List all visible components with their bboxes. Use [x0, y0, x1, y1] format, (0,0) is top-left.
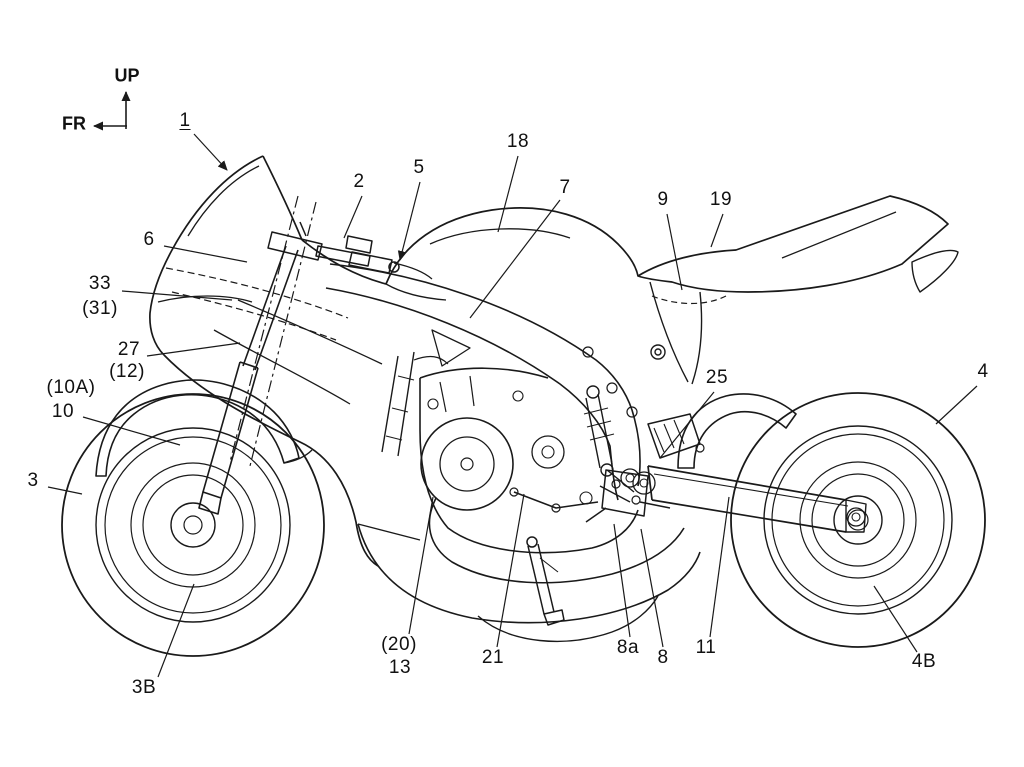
footpeg-brackets — [509, 469, 671, 523]
hanger-bracket — [647, 413, 705, 459]
leader-line-25 — [659, 391, 715, 459]
leader-line-9 — [666, 213, 683, 291]
leader-line-1 — [193, 133, 228, 171]
leader-line-10 — [82, 416, 181, 446]
leader-line-18 — [497, 155, 519, 233]
leader-line-3 — [47, 486, 83, 495]
seat-tail-cowl — [637, 195, 959, 293]
leader-line-21 — [496, 493, 525, 648]
kickstand — [526, 536, 565, 626]
leader-line-6 — [163, 245, 248, 263]
leader-lines-layer — [47, 133, 978, 678]
axis-label-up: UP — [114, 65, 140, 86]
leader-line-8 — [640, 528, 664, 648]
leader-line-4 — [935, 385, 978, 425]
leader-line-7 — [469, 199, 561, 319]
main-frame — [325, 263, 641, 501]
subframe — [649, 281, 703, 385]
leader-line-27 — [146, 342, 241, 357]
orientation-axes-arrows — [93, 91, 131, 131]
axis-label-fr: FR — [62, 113, 86, 134]
hidden-dashed-lines — [165, 195, 727, 467]
rear-shock — [583, 385, 635, 503]
leader-line-13 — [408, 496, 434, 635]
exhaust-belly-pan — [357, 497, 701, 643]
fuel-tank — [385, 207, 639, 301]
engine — [419, 367, 639, 554]
leader-line-2 — [343, 195, 363, 239]
front-wheel — [61, 393, 325, 657]
leader-line-11 — [709, 496, 730, 638]
swingarm — [632, 465, 867, 533]
leader-line-3b — [157, 583, 195, 678]
leader-line-19 — [710, 213, 724, 248]
steering-and-handlebar — [267, 221, 433, 280]
radiator — [381, 351, 449, 457]
windscreen-front-cowl — [149, 155, 387, 567]
front-fender — [95, 379, 313, 477]
front-fork — [198, 245, 299, 515]
leader-line-8a — [613, 523, 631, 638]
leader-line-5 — [397, 181, 421, 261]
leader-line-33 — [121, 290, 233, 301]
leader-line-4b — [873, 585, 918, 653]
